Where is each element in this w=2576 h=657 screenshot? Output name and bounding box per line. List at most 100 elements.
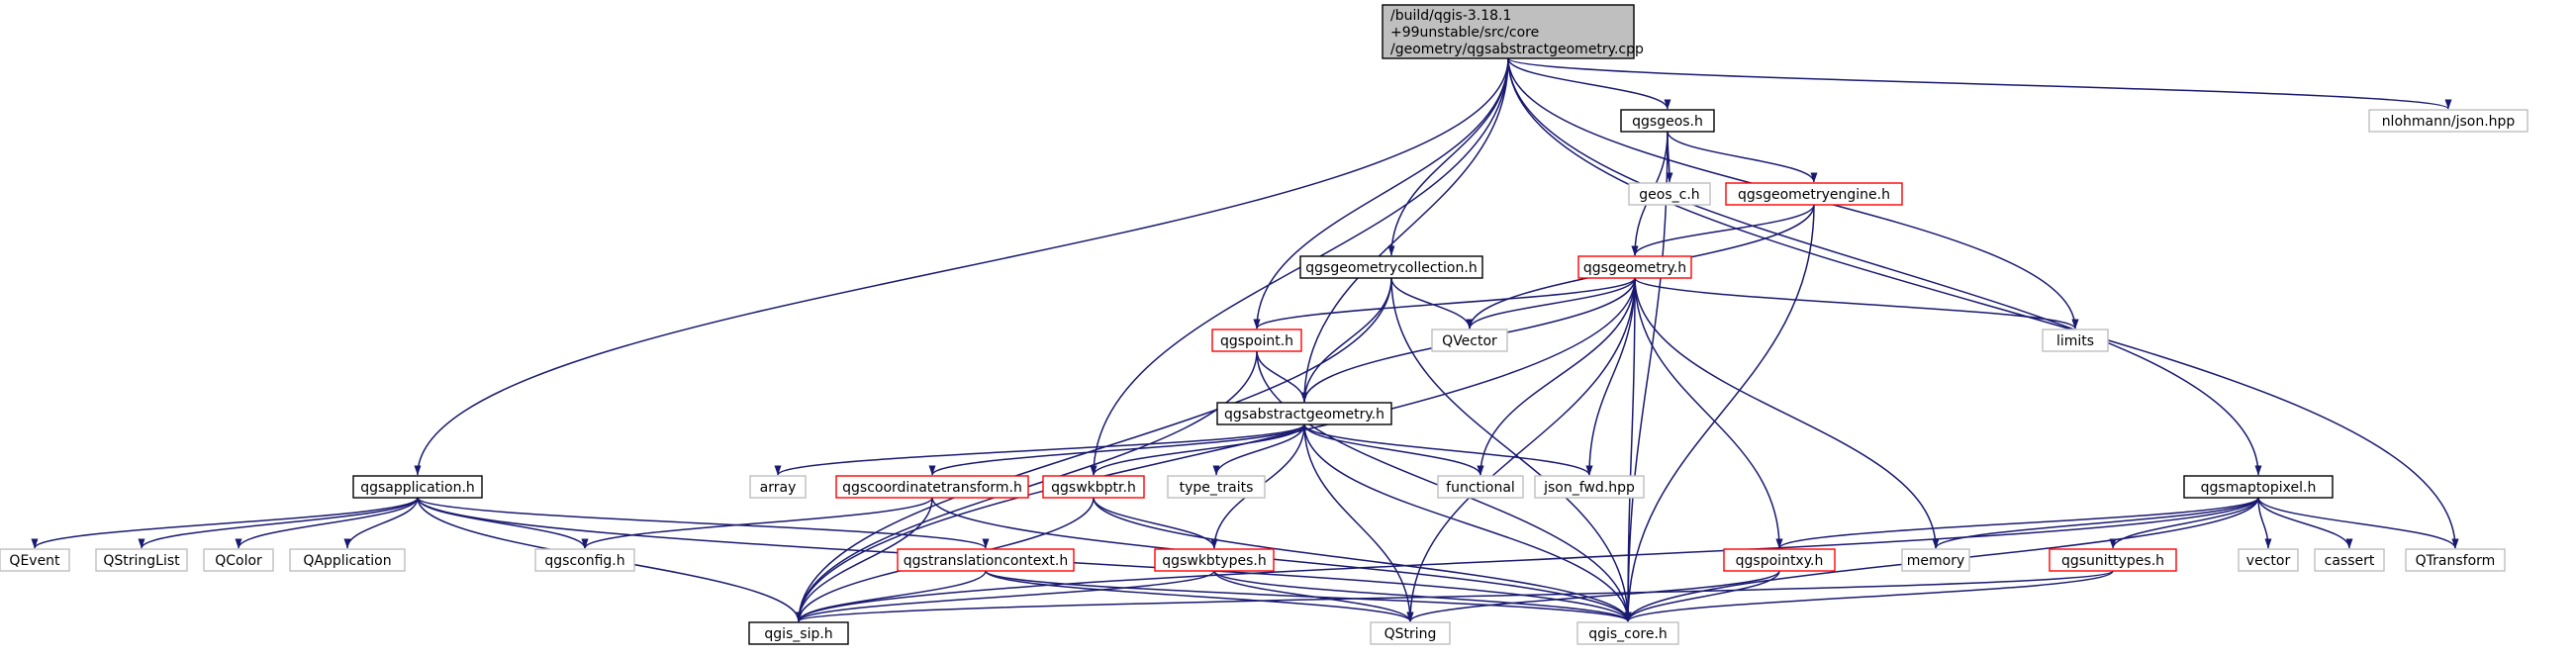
node-geomcoll[interactable]: qgsgeometrycollection.h (1299, 255, 1483, 279)
edge-arrow (1624, 570, 2114, 622)
edge-root-to-geomcoll (1387, 57, 1509, 256)
node-box (749, 475, 807, 499)
edge-arrow (931, 497, 1632, 622)
node-box (1042, 475, 1145, 499)
node-box (1577, 255, 1692, 279)
node-type_traits: type_traits (1167, 475, 1266, 499)
node-box (2049, 548, 2177, 572)
node-box (1154, 548, 1275, 572)
node-label: qgis_core.h (1588, 626, 1668, 642)
edge-coordtrans-to-qgsconfig (581, 497, 933, 549)
edge-arrow (581, 497, 933, 549)
edge-arrow (1624, 131, 1669, 622)
node-qapplication: QApplication (289, 548, 406, 572)
node-label: qgsgeos.h (1632, 114, 1703, 130)
node-label: geos_c.h (1639, 187, 1699, 203)
node-label: QStringList (103, 553, 180, 569)
edge-qgsapplication-to-qstringlist (138, 497, 419, 549)
node-box (2238, 548, 2299, 572)
edge-geometry-to-functional (1477, 277, 1636, 476)
edge-wkbtypes-to-qgis_core (1213, 570, 1632, 622)
edge-arrow (1406, 570, 1780, 622)
node-label: QTransform (2416, 553, 2496, 569)
edge-arrow (1303, 423, 1593, 476)
edge-arrow (1213, 570, 1414, 622)
node-box (534, 548, 635, 572)
edge-root-to-qgspoint (1253, 57, 1509, 329)
edge-maptopixel-to-qtransform (2257, 497, 2459, 549)
node-nlohmann: nlohmann/json.hpp (2368, 109, 2528, 133)
edge-arrow (1093, 497, 1632, 622)
node-label: array (760, 480, 797, 496)
node-qstring: QString (1370, 621, 1451, 645)
node-geomengine[interactable]: qgsgeometryengine.h (1725, 182, 1903, 206)
edge-arrow (2109, 497, 2259, 549)
edge-geometry-to-pointxy (1634, 277, 1783, 549)
edge-arrow (1303, 423, 1632, 622)
edge-wkbptr-to-qgis_core (1093, 497, 1632, 622)
node-box (2183, 475, 2334, 499)
node-vector: vector (2238, 548, 2299, 572)
edge-arrow (1634, 277, 1783, 549)
edge-wkbptr-to-wkbtypes (1093, 497, 1218, 549)
node-qgis_sip[interactable]: qgis_sip.h (748, 621, 849, 645)
edge-geometry-to-limits (1634, 277, 2079, 329)
edge-absgeom-to-coordtrans (928, 423, 1305, 476)
node-box (835, 475, 1029, 499)
node-box (1534, 475, 1645, 499)
node-label: type_traits (1180, 480, 1254, 496)
node-wkbtypes[interactable]: qgswkbtypes.h (1154, 548, 1275, 572)
node-array: array (749, 475, 807, 499)
node-box (1628, 182, 1711, 206)
edge-root-to-qgsapplication (414, 57, 1509, 476)
edge-translctx-to-qstring (985, 570, 1414, 622)
edge-arrow (1253, 277, 1636, 329)
node-root[interactable]: /build/qgis-3.18.1+99unstable/src/core/g… (1382, 4, 1644, 59)
node-qgsapplication[interactable]: qgsapplication.h (352, 475, 483, 499)
edge-geomengine-to-qgis_core (1624, 204, 1815, 622)
node-box (1576, 621, 1679, 645)
edge-geomcoll-to-qgis_sip (795, 277, 1392, 622)
edge-arrow (1624, 204, 1815, 622)
edge-wkbtypes-to-qstring (1213, 570, 1414, 622)
node-translctx[interactable]: qgstranslationcontext.h (897, 548, 1075, 572)
node-qgspoint[interactable]: qgspoint.h (1211, 328, 1302, 352)
node-label: qgsapplication.h (360, 480, 475, 496)
edge-absgeom-to-array (774, 423, 1305, 476)
node-absgeom[interactable]: qgsabstractgeometry.h (1216, 402, 1392, 425)
node-label: QApplication (303, 553, 391, 569)
node-maptopixel[interactable]: qgsmaptopixel.h (2183, 475, 2334, 499)
nodes: /build/qgis-3.18.1+99unstable/src/core/g… (0, 4, 2528, 645)
edge-arrow (2257, 497, 2353, 549)
node-box (352, 475, 483, 499)
node-label: qgsmaptopixel.h (2201, 480, 2317, 496)
node-wkbptr[interactable]: qgswkbptr.h (1042, 475, 1145, 499)
edge-arrow (1932, 497, 2259, 549)
edge-geomengine-to-geometry (1631, 204, 1815, 256)
node-box (1620, 109, 1715, 133)
node-unittypes[interactable]: qgsunittypes.h (2049, 548, 2177, 572)
node-coordtrans[interactable]: qgscoordinatetransform.h (835, 475, 1029, 499)
edge-arrow (1256, 350, 1308, 403)
edge-arrow (31, 497, 419, 549)
node-label: QString (1384, 626, 1437, 642)
edge-arrow (1303, 423, 1484, 476)
node-json_fwd: json_fwd.hpp (1534, 475, 1645, 499)
node-qgsgeos[interactable]: qgsgeos.h (1620, 109, 1715, 133)
edge-arrow (1212, 423, 1305, 476)
node-memory: memory (1901, 548, 1970, 572)
edge-qgsgeos-to-qgis_core (1624, 131, 1669, 622)
node-box (1725, 182, 1903, 206)
node-geometry[interactable]: qgsgeometry.h (1577, 255, 1692, 279)
edge-qgsapplication-to-qcolor (235, 497, 419, 549)
edge-arrow (1667, 131, 1818, 183)
node-pointxy[interactable]: qgspointxy.h (1723, 548, 1836, 572)
node-box (1167, 475, 1266, 499)
node-box (1299, 255, 1483, 279)
node-label: nlohmann/json.hpp (2382, 114, 2516, 130)
edge-wkbtypes-to-qgis_sip (795, 570, 1215, 622)
node-functional: functional (1437, 475, 1524, 499)
edge-arrow (1634, 277, 1940, 549)
node-box (1723, 548, 1836, 572)
node-label: vector (2246, 553, 2291, 569)
